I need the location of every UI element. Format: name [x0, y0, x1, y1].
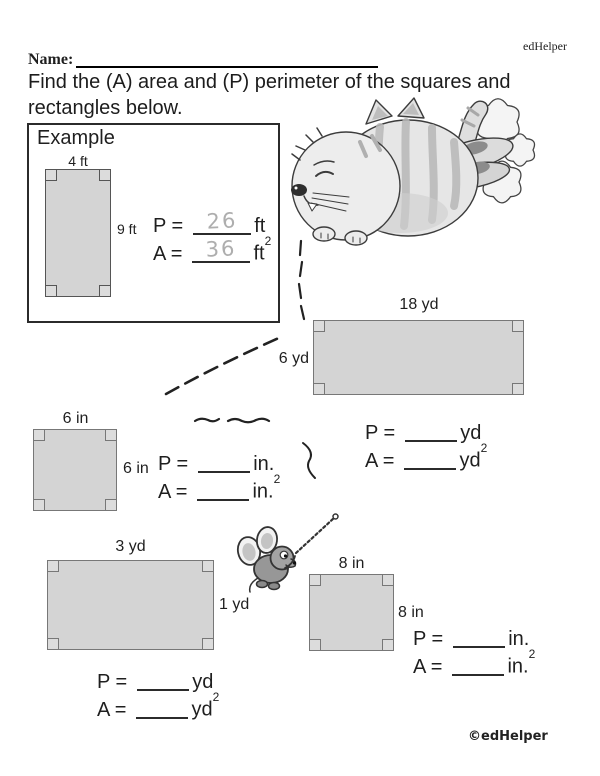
- area-unit: in.2: [507, 647, 536, 678]
- corner-mark: [105, 429, 117, 441]
- area-answer-blank[interactable]: [136, 695, 189, 719]
- corner-mark: [99, 169, 111, 181]
- corner-mark: [309, 574, 321, 586]
- name-entry-line[interactable]: [76, 50, 378, 68]
- rectangle-shape: [313, 320, 524, 395]
- corner-mark: [313, 320, 325, 332]
- corner-mark: [33, 429, 45, 441]
- example-width-label: 4 ft: [68, 153, 88, 169]
- perimeter-label: P =: [365, 422, 396, 444]
- perimeter-answer-blank[interactable]: [405, 418, 458, 442]
- corner-mark: [382, 639, 394, 651]
- corner-mark: [47, 560, 59, 572]
- perimeter-row: P = in.: [413, 623, 535, 651]
- perimeter-answer-blank[interactable]: [137, 667, 190, 691]
- width-label: 3 yd: [115, 538, 146, 555]
- height-label: 1 yd: [219, 596, 250, 613]
- handwritten-area-value: 36: [205, 236, 238, 262]
- width-label: 18 yd: [399, 296, 439, 313]
- example-area-row: A = 36 ft2: [153, 234, 272, 266]
- corner-mark: [45, 285, 57, 297]
- corner-mark: [33, 499, 45, 511]
- perimeter-label: P =: [97, 671, 128, 693]
- area-row: A = yd2: [365, 441, 488, 473]
- perimeter-answer-blank: 26: [193, 208, 252, 235]
- corner-mark: [47, 638, 59, 650]
- perimeter-unit: in.: [253, 453, 275, 475]
- example-box: Example 4 ft 9 ft P = 26 ft A = 36 ft2: [27, 123, 280, 323]
- area-answer-blank: 36: [192, 236, 251, 263]
- corner-mark: [99, 285, 111, 297]
- perimeter-unit: ft: [254, 215, 266, 237]
- example-rectangle-shape: [45, 169, 111, 297]
- height-label: 6 in: [123, 460, 149, 477]
- problem-square-8in: 8 in 8 in P = in. A = in.2: [309, 555, 554, 690]
- example-height-label: 9 ft: [117, 221, 137, 237]
- instructions-line-1: Find the (A) area and (P) perimeter of t…: [28, 71, 511, 93]
- area-row: A = in.2: [158, 472, 281, 504]
- area-row: A = in.2: [413, 647, 536, 679]
- example-answers: P = 26 ft A = 36 ft2: [153, 208, 272, 266]
- corner-mark: [45, 169, 57, 181]
- handwritten-perimeter-value: 26: [206, 208, 239, 234]
- answers: P = in. A = in.2: [413, 623, 535, 679]
- square-shape: [33, 429, 117, 511]
- square-shape: [309, 574, 394, 651]
- copyright-text: ©edHelper: [468, 729, 548, 744]
- brand-logo-text: edHelper: [523, 39, 567, 53]
- area-answer-blank[interactable]: [404, 446, 457, 470]
- perimeter-label: P =: [413, 628, 444, 650]
- width-label: 8 in: [338, 555, 365, 572]
- perimeter-row: P = in.: [158, 448, 280, 476]
- area-label: A =: [153, 243, 183, 265]
- perimeter-unit: in.: [508, 628, 530, 650]
- height-label: 6 yd: [278, 350, 309, 367]
- perimeter-label: P =: [153, 215, 184, 237]
- area-unit: in.2: [252, 472, 281, 503]
- perimeter-answer-blank[interactable]: [453, 624, 506, 648]
- corner-mark: [202, 638, 214, 650]
- perimeter-unit: yd: [460, 422, 482, 444]
- corner-mark: [313, 383, 325, 395]
- instructions-line-2: rectangles below.: [28, 97, 183, 119]
- problem-rectangle-3yd: 3 yd 1 yd P = yd A = yd2: [47, 538, 312, 738]
- diagonal-skid-trail: [164, 335, 283, 396]
- corner-mark: [309, 639, 321, 651]
- rectangle-shape: [47, 560, 214, 650]
- area-answer-blank[interactable]: [197, 477, 250, 501]
- corner-mark: [382, 574, 394, 586]
- answers: P = in. A = in.2: [158, 448, 280, 504]
- example-perimeter-row: P = 26 ft: [153, 208, 271, 238]
- instructions: Find the (A) area and (P) perimeter of t…: [28, 69, 510, 121]
- area-label: A =: [158, 481, 188, 503]
- corner-mark: [202, 560, 214, 572]
- area-label: A =: [365, 450, 395, 472]
- area-unit: yd2: [459, 441, 488, 472]
- perimeter-unit: yd: [192, 671, 214, 693]
- example-title: Example: [37, 127, 115, 149]
- corner-mark: [512, 320, 524, 332]
- perimeter-row: P = yd: [365, 417, 487, 445]
- area-label: A =: [413, 656, 443, 678]
- area-row: A = yd2: [97, 690, 220, 722]
- area-unit: ft2: [253, 234, 272, 265]
- area-label: A =: [97, 699, 127, 721]
- perimeter-row: P = yd: [97, 666, 219, 694]
- problem-rectangle-18yd: 18 yd 6 yd P = yd A = yd2: [265, 296, 524, 478]
- answers: P = yd A = yd2: [365, 417, 487, 473]
- corner-mark: [105, 499, 117, 511]
- width-label: 6 in: [62, 410, 89, 427]
- perimeter-label: P =: [158, 453, 189, 475]
- problem-square-6in: 6 in 6 in P = in. A = in.2: [33, 410, 298, 520]
- answers: P = yd A = yd2: [97, 666, 219, 722]
- height-label: 8 in: [398, 604, 424, 621]
- name-label: Name:: [28, 51, 74, 68]
- area-answer-blank[interactable]: [452, 652, 505, 676]
- perimeter-answer-blank[interactable]: [198, 449, 251, 473]
- area-unit: yd2: [191, 690, 220, 721]
- corner-mark: [512, 383, 524, 395]
